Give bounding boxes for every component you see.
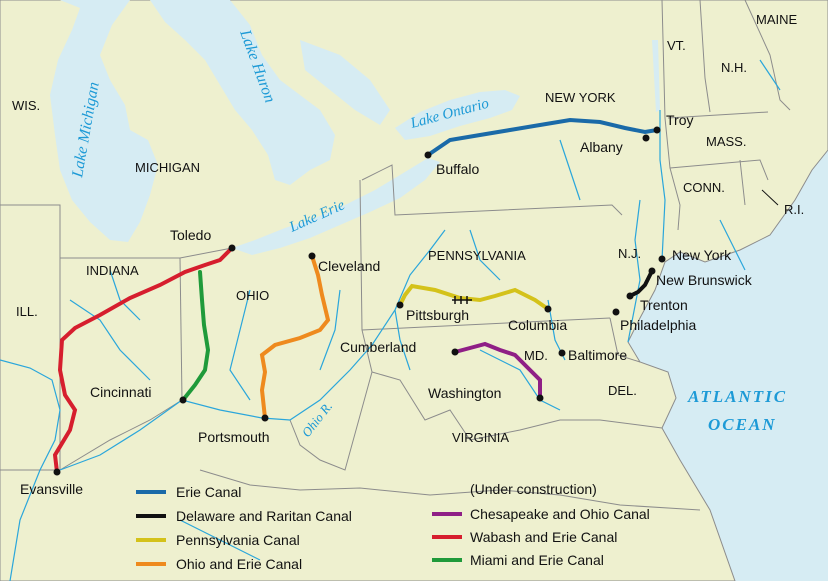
city-label-evansville: Evansville xyxy=(20,481,83,497)
georgian-bay-shape xyxy=(300,40,390,125)
water-label-ocean: OCEAN xyxy=(708,415,777,434)
city-dot-portsmouth xyxy=(261,414,269,422)
city-dot-columbia xyxy=(544,305,552,313)
city-dot-philadelphia xyxy=(612,308,620,316)
ohio-erie-canal-route xyxy=(259,254,331,420)
city-label-trenton: Trenton xyxy=(640,297,688,313)
city-label-philadelphia: Philadelphia xyxy=(620,317,696,333)
map-legend: Erie Canal Delaware and Raritan Canal Pe… xyxy=(136,481,650,572)
state-label-wis: WIS. xyxy=(12,98,40,113)
legend-label-delaware: Delaware and Raritan Canal xyxy=(176,508,352,524)
lake-michigan-shape xyxy=(50,0,158,242)
city-label-pittsburgh: Pittsburgh xyxy=(406,307,469,323)
state-label-new-york: NEW YORK xyxy=(545,90,616,105)
city-labels: Troy Albany Buffalo Toledo Cleveland New… xyxy=(20,112,753,497)
city-dot-washington xyxy=(536,394,544,402)
state-label-michigan: MICHIGAN xyxy=(135,160,200,175)
ri-leader-line xyxy=(761,189,779,206)
state-label-pennsylvania: PENNSYLVANIA xyxy=(428,248,526,263)
city-dot-new-york xyxy=(658,255,666,263)
lake-huron-shape xyxy=(150,0,335,185)
state-label-ri: R.I. xyxy=(784,202,804,217)
city-dot-pittsburgh xyxy=(396,301,404,309)
city-dot-albany xyxy=(642,134,650,142)
pennsylvania-canal-route xyxy=(398,283,550,311)
city-dot-toledo xyxy=(228,244,236,252)
legend-label-pennsylvania: Pennsylvania Canal xyxy=(176,532,300,548)
city-dot-cleveland xyxy=(308,252,316,260)
state-label-nh: N.H. xyxy=(721,60,747,75)
legend-label-wabash: Wabash and Erie Canal xyxy=(470,529,617,545)
portage-railroad-marker xyxy=(452,296,472,304)
city-dot-baltimore xyxy=(558,349,566,357)
legend-label-chesapeake: Chesapeake and Ohio Canal xyxy=(470,506,650,522)
city-label-new-york: New York xyxy=(672,247,732,263)
state-labels: WIS. MICHIGAN INDIANA ILL. OHIO PENNSYLV… xyxy=(12,12,804,445)
delaware-raritan-canal-route xyxy=(628,269,654,298)
city-dot-trenton xyxy=(626,292,634,300)
state-label-del: DEL. xyxy=(608,383,637,398)
city-label-portsmouth: Portsmouth xyxy=(198,429,270,445)
city-label-cumberland: Cumberland xyxy=(340,339,416,355)
state-label-indiana: INDIANA xyxy=(86,263,139,278)
city-label-cincinnati: Cincinnati xyxy=(90,384,151,400)
legend-label-under-construction: (Under construction) xyxy=(470,481,597,497)
lake-ontario-shape xyxy=(395,90,520,140)
state-label-maine: MAINE xyxy=(756,12,798,27)
city-label-columbia: Columbia xyxy=(508,317,567,333)
city-label-troy: Troy xyxy=(666,112,693,128)
city-label-buffalo: Buffalo xyxy=(436,161,480,177)
state-borders xyxy=(0,0,791,511)
chesapeake-ohio-canal-route xyxy=(453,341,542,400)
state-label-md: MD. xyxy=(524,348,548,363)
city-label-toledo: Toledo xyxy=(170,227,211,243)
city-dot-new-brunswick xyxy=(648,267,656,275)
state-label-virginia: VIRGINIA xyxy=(452,430,509,445)
city-label-cleveland: Cleveland xyxy=(318,258,380,274)
state-label-mass: MASS. xyxy=(706,134,746,149)
city-label-baltimore: Baltimore xyxy=(568,347,627,363)
city-dots xyxy=(53,126,666,476)
lake-erie-shape xyxy=(232,158,440,255)
city-label-albany: Albany xyxy=(580,139,623,155)
state-label-conn: CONN. xyxy=(683,180,725,195)
state-label-ohio: OHIO xyxy=(236,288,269,303)
legend-label-miami: Miami and Erie Canal xyxy=(470,552,604,568)
city-dot-cincinnati xyxy=(179,396,187,404)
wabash-erie-canal-route xyxy=(52,246,234,474)
city-dot-evansville xyxy=(53,468,61,476)
state-label-ill: ILL. xyxy=(16,304,38,319)
state-label-nj: N.J. xyxy=(618,246,641,261)
city-dot-cumberland xyxy=(451,348,459,356)
lake-champlain-shape xyxy=(652,40,660,112)
erie-canal-route xyxy=(426,117,659,157)
miami-erie-canal-route xyxy=(181,270,211,402)
city-label-new-brunswick: New Brunswick xyxy=(656,272,753,288)
city-label-washington: Washington xyxy=(428,385,501,401)
state-label-vt: VT. xyxy=(667,38,686,53)
city-dot-buffalo xyxy=(424,151,432,159)
legend-label-erie: Erie Canal xyxy=(176,484,241,500)
water-label-atlantic: ATLANTIC xyxy=(687,387,787,406)
legend-label-ohio-erie: Ohio and Erie Canal xyxy=(176,556,302,572)
city-dot-troy xyxy=(653,126,661,134)
